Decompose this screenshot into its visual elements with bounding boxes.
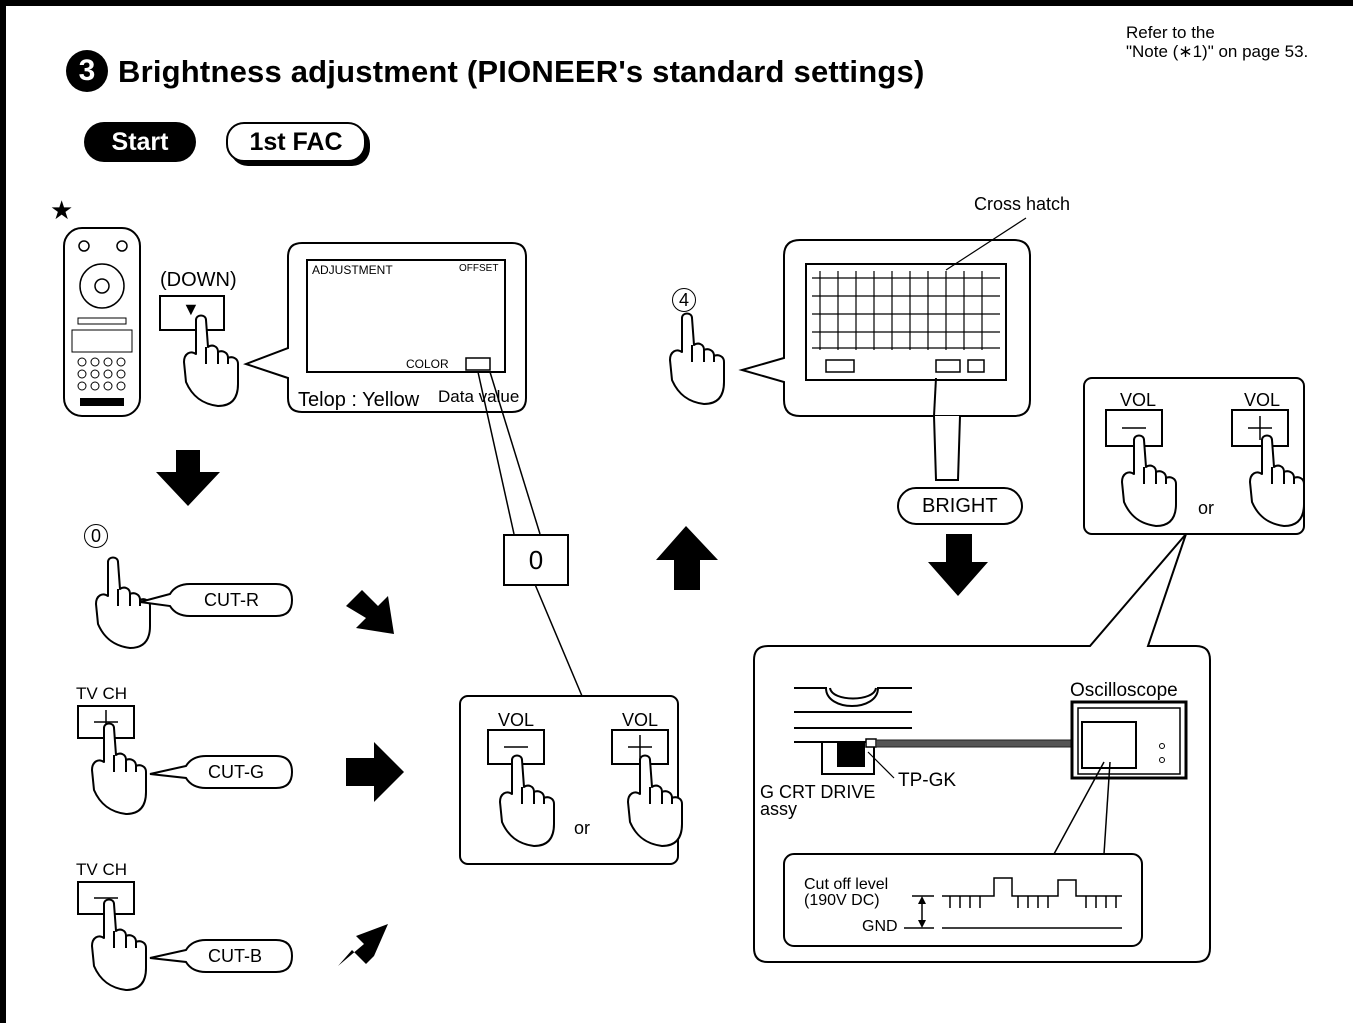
vol-plus-label: VOL (622, 710, 659, 730)
data-value-box (465, 357, 491, 371)
first-fac-pill: 1st FAC (226, 122, 366, 162)
cut-r-callout (139, 583, 294, 617)
arrow-down-icon (156, 450, 220, 506)
vol-minus-label: VOL (498, 710, 535, 730)
reference-note-line2: "Note (∗1)" on page 53. (1126, 42, 1309, 61)
dc-voltage-label: (190V DC) (804, 892, 880, 909)
cut-b-callout (149, 939, 294, 973)
tp-gk-label: TP-GK (898, 770, 957, 791)
screen-color-mode: COLOR (406, 357, 449, 371)
cross-hatch-grid (812, 271, 1000, 350)
probe-cable (875, 739, 1073, 748)
cut-b-label: CUT-B (208, 946, 262, 966)
waveform-box (783, 853, 1143, 947)
cut-r-label: CUT-R (204, 590, 259, 610)
cross-hatch-label: Cross hatch (974, 194, 1071, 214)
vol-plus-label-right: VOL (1244, 390, 1281, 410)
reference-note: Refer to the "Note (∗1)" on page 53. (1126, 23, 1308, 61)
cut-g-label: CUT-G (208, 762, 264, 782)
telop-caption: Telop : Yellow (298, 389, 420, 411)
arrow-diagonal-up-icon (338, 924, 388, 966)
remote-control (63, 227, 141, 417)
step-number-badge: 3 (66, 50, 108, 92)
arrow-right-icon (346, 742, 404, 802)
key-0-circle: 0 (84, 524, 108, 548)
screen-adjustment-title: ADJUSTMENT (312, 263, 393, 277)
reference-note-line1: Refer to the (1126, 23, 1215, 42)
tv-screen-adjustment (306, 259, 506, 373)
oscilloscope-label: Oscilloscope (1070, 680, 1178, 701)
arrow-up-icon (656, 526, 718, 590)
assy-label: assy (760, 799, 798, 819)
start-pill: Start (84, 122, 196, 162)
bright-label: BRIGHT (922, 495, 998, 517)
or-label-right: or (1198, 498, 1215, 518)
key-4-circle: 4 (672, 288, 696, 312)
down-label: (DOWN) (160, 269, 237, 291)
zero-value-box: 0 (503, 534, 569, 586)
bright-label-pill (897, 487, 1023, 525)
tv-ch-minus-label: TV CH (76, 860, 127, 879)
arrow-diagonal-down-icon (346, 590, 394, 634)
star-icon: ★ (50, 195, 74, 225)
page-title: Brightness adjustment (PIONEER's standar… (118, 54, 925, 89)
or-label: or (574, 818, 591, 838)
crt-drive-assy (794, 687, 912, 775)
hand-icon (669, 312, 725, 405)
cross-hatch-screen (805, 263, 1007, 381)
arrow-down-icon (928, 534, 988, 596)
cut-g-callout (149, 755, 294, 789)
oscilloscope-screen (1081, 721, 1137, 769)
down-button[interactable] (159, 295, 225, 331)
cut-off-level-label: Cut off level (804, 876, 889, 893)
screen-offset-label: OFFSET (459, 263, 499, 274)
gnd-label: GND (862, 918, 898, 935)
down-arrow-icon: ▼ (182, 299, 200, 319)
tv-ch-plus-label: TV CH (76, 684, 127, 703)
data-value-label: Data value (438, 387, 520, 406)
vol-minus-label-right: VOL (1120, 390, 1157, 410)
g-crt-drive-label: G CRT DRIVE (760, 782, 876, 802)
waveform (904, 877, 1122, 929)
